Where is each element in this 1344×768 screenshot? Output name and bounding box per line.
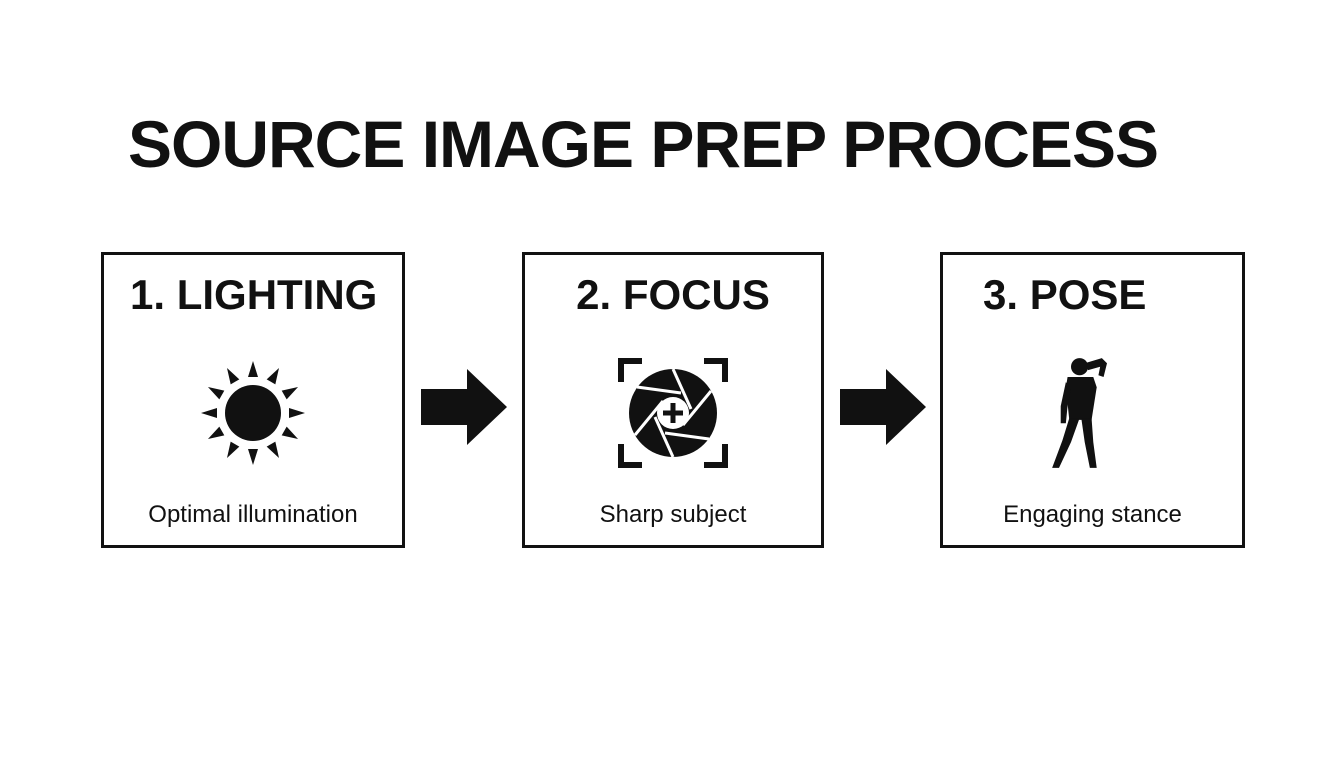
- step-caption: Optimal illumination: [148, 501, 358, 528]
- step-caption: Engaging stance: [1003, 501, 1182, 528]
- step-caption: Sharp subject: [599, 501, 747, 528]
- step-pose: 3. POSE Engaging stance: [940, 252, 1245, 548]
- step-heading: 2. FOCUS: [576, 271, 770, 318]
- right-arrow-icon: [419, 367, 509, 447]
- step-focus: 2. FOCUS: [522, 252, 824, 548]
- page-title: SOURCE IMAGE PREP PROCESS: [128, 107, 1159, 181]
- step-heading: 3. POSE: [983, 271, 1147, 318]
- person-pose-icon: [1023, 353, 1143, 473]
- sun-icon: [193, 353, 313, 473]
- step-heading: 1. LIGHTING: [130, 271, 378, 318]
- right-arrow-icon: [838, 367, 928, 447]
- step-lighting: 1. LIGHTING O: [101, 252, 405, 548]
- camera-aperture-focus-icon: [613, 353, 733, 473]
